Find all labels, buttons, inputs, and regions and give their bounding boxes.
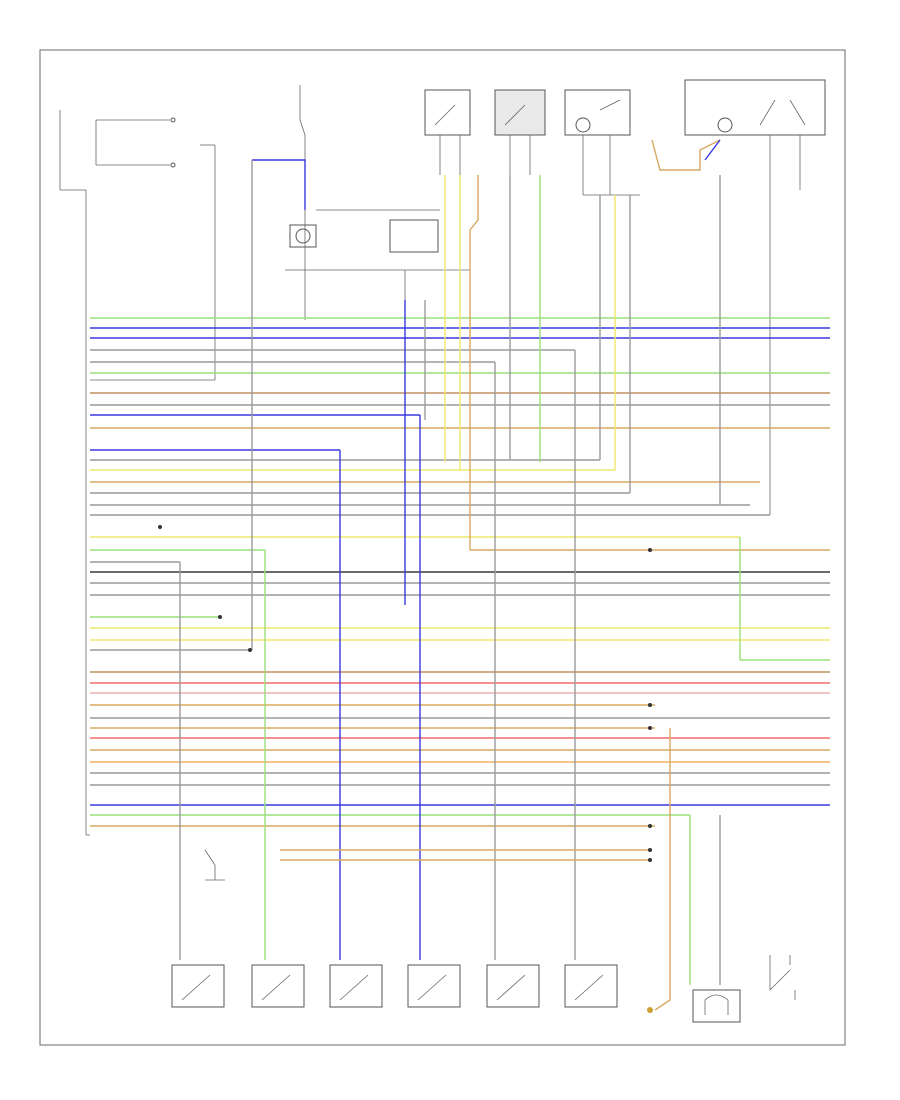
- bottom-switch-6: [564, 964, 618, 1008]
- bottom-switch-4: [407, 964, 461, 1008]
- drop-tan-1: [654, 728, 671, 1011]
- door-lock-motor-top-right: [564, 89, 640, 196]
- door-lock-switch-top-middle: [494, 89, 546, 175]
- bottom-switch-2: [251, 964, 305, 1008]
- power-door-lock-switch-top-right: [684, 79, 826, 515]
- bottom-ground-connector: [647, 1007, 653, 1013]
- bottom-switch-1: [171, 964, 225, 1008]
- bottom-switch-5: [486, 964, 540, 1008]
- central-control-module: [59, 110, 90, 836]
- vertical-wires: [251, 139, 721, 650]
- wire-blue-top: [252, 159, 306, 210]
- wire-tan-top-2: [651, 139, 721, 171]
- driver-door-lock-switch-top-left: [424, 89, 471, 175]
- top-left-switch-branch: [90, 117, 216, 381]
- bottom-switch-3: [329, 964, 383, 1008]
- bottom-lock-solenoid: [692, 989, 741, 1023]
- wire-tan-top: [469, 175, 479, 550]
- bottom-right-switch: [769, 955, 796, 1000]
- ignition-switch-top: [285, 85, 470, 320]
- wire-blue-top-2: [704, 139, 721, 161]
- bottom-drops: [179, 350, 741, 1011]
- bottom-left-small-switch: [204, 849, 225, 881]
- junctions: [158, 525, 652, 862]
- diagram-border: [39, 49, 846, 1046]
